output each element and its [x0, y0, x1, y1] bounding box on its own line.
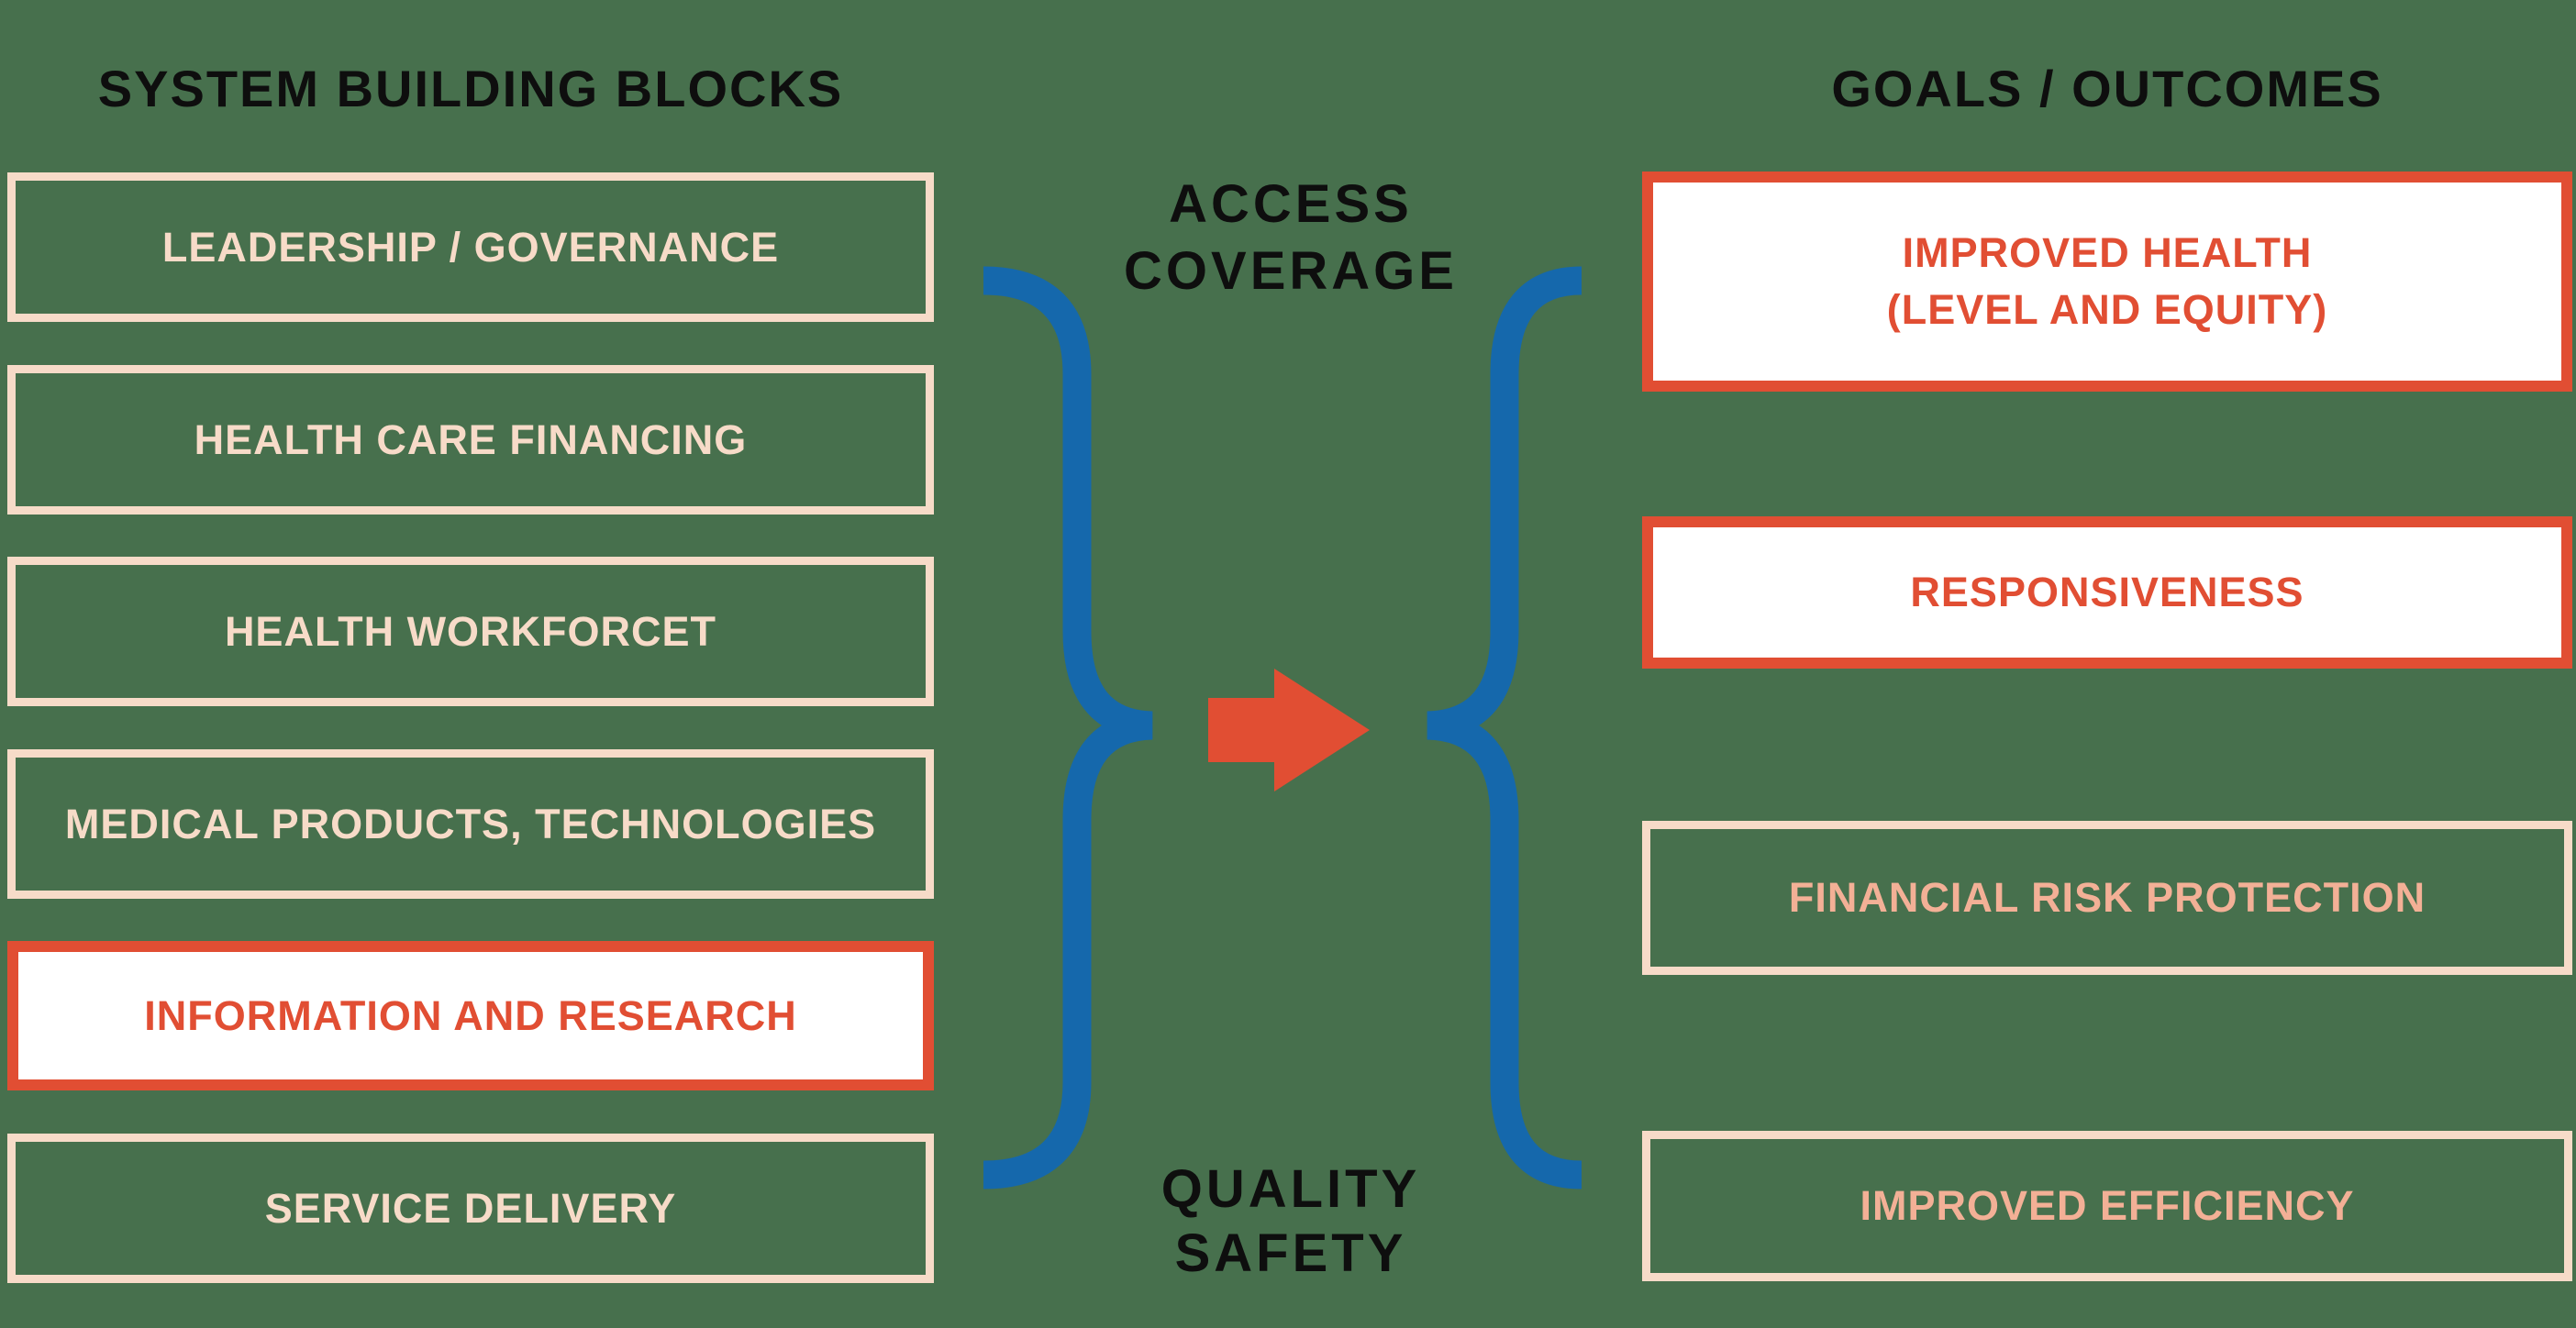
box-label-line: MEDICAL PRODUCTS, TECHNOLOGIES: [64, 800, 877, 847]
building-block-information-research: INFORMATION AND RESEARCH: [7, 941, 934, 1090]
safety-label-line: SAFETY: [1174, 1223, 1407, 1283]
outcome-financial-risk-protection: FINANCIAL RISK PROTECTION: [1642, 821, 2572, 975]
building-block-health-care-financing: HEALTH CARE FINANCING: [7, 365, 934, 515]
outcome-responsiveness: RESPONSIVENESS: [1642, 516, 2572, 669]
building-block-health-workforce: HEALTH WORKFORCET: [7, 557, 934, 706]
quality-label-line: QUALITY: [1160, 1159, 1421, 1219]
left-column-title: SYSTEM BUILDING BLOCKS: [97, 60, 844, 117]
quality-safety-label: QUALITY SAFETY: [1006, 1157, 1575, 1286]
right-column-title: GOALS / OUTCOMES: [1831, 60, 2383, 117]
building-block-leadership-governance: LEADERSHIP / GOVERNANCE: [7, 172, 934, 322]
box-label-line: HEALTH WORKFORCET: [224, 607, 717, 655]
box-label-line: IMPROVED EFFICIENCY: [1860, 1182, 2355, 1229]
box-label-line: HEALTH CARE FINANCING: [194, 415, 748, 463]
outcome-improved-efficiency: IMPROVED EFFICIENCY: [1642, 1131, 2572, 1281]
coverage-label-line: COVERAGE: [1124, 241, 1458, 301]
box-label-line: IMPROVED HEALTH: [1902, 229, 2313, 276]
right-curly-brace-icon: [1427, 266, 1582, 1190]
left-curly-brace-icon: [983, 266, 1153, 1190]
outcome-improved-health: IMPROVED HEALTH (LEVEL AND EQUITY): [1642, 172, 2572, 392]
box-label-line: FINANCIAL RISK PROTECTION: [1788, 874, 2426, 921]
box-label-line: (LEVEL AND EQUITY): [1886, 286, 2328, 333]
box-label-line: LEADERSHIP / GOVERNANCE: [161, 223, 780, 271]
flow-arrow-icon: [1208, 669, 1370, 791]
access-label-line: ACCESS: [1169, 174, 1413, 234]
access-coverage-label: ACCESS COVERAGE: [1006, 171, 1575, 304]
building-block-service-delivery: SERVICE DELIVERY: [7, 1134, 934, 1283]
building-block-medical-products-technologies: MEDICAL PRODUCTS, TECHNOLOGIES: [7, 749, 934, 899]
box-label-line: INFORMATION AND RESEARCH: [144, 991, 797, 1039]
box-label-line: RESPONSIVENESS: [1910, 569, 2304, 615]
box-label-line: SERVICE DELIVERY: [264, 1184, 677, 1232]
